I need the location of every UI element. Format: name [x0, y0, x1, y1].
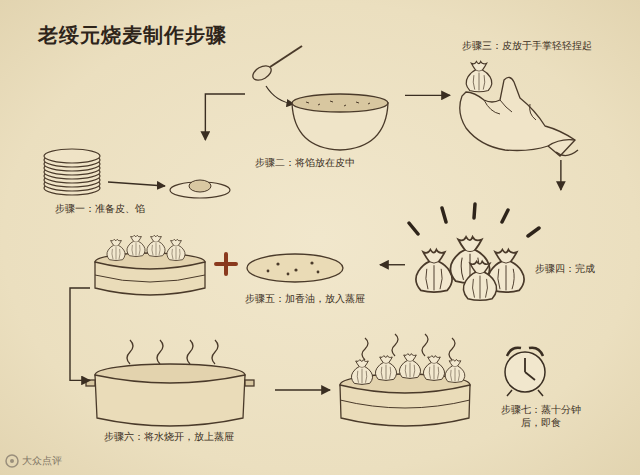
filling-bowl	[292, 94, 388, 150]
hand-pinching	[460, 62, 578, 156]
step-box: 步骤三：皮放于手掌轻轻捏起	[450, 35, 626, 160]
step-label: 步骤二：将馅放在皮中	[255, 156, 400, 169]
step-arrow	[560, 160, 561, 190]
finished-shaomai	[409, 204, 539, 300]
step-box: 步骤六：将水烧开，放上蒸屉	[90, 330, 275, 450]
oiled-disk	[247, 254, 343, 282]
steamer-basket	[95, 235, 205, 295]
step-box: 步骤一：准备皮、馅	[40, 140, 235, 225]
step-arrow	[275, 389, 330, 390]
watermark: 大众点评	[22, 454, 62, 468]
step-arrow	[205, 94, 245, 140]
watermark-logo	[6, 455, 18, 467]
step-label: 步骤四：完成	[535, 262, 615, 275]
step-box: 步骤二：将馅放在皮中	[245, 40, 405, 175]
step-label: 步骤五：加香油，放入蒸屉	[245, 292, 375, 305]
step-arrow	[380, 264, 405, 265]
boiling-pot	[86, 340, 254, 426]
step-box: 步骤四：完成	[405, 190, 620, 305]
step-arrow	[405, 95, 450, 96]
diagram-title: 老绥元烧麦制作步骤	[38, 22, 227, 49]
alarm-clock	[505, 348, 545, 396]
spoon	[250, 46, 302, 83]
step-label: 步骤三：皮放于手掌轻轻捏起	[462, 39, 622, 52]
plus-sign	[216, 254, 236, 274]
step-label: 步骤一：准备皮、馅	[55, 202, 205, 215]
step-arrow	[70, 288, 90, 380]
wrapper-with-filling	[170, 180, 230, 198]
step-label: 步骤六：将水烧开，放上蒸屉	[104, 430, 269, 443]
step-label: 步骤七：蒸十分钟后，即食	[498, 403, 584, 429]
step-box: 步骤五：加香油，放入蒸屉	[90, 225, 380, 315]
wrapper-stack	[44, 149, 100, 195]
step-arrow	[266, 86, 294, 104]
step-arrow	[108, 182, 165, 186]
watermark-holder: 大众点评	[22, 454, 62, 468]
diagram-title-holder: 老绥元烧麦制作步骤	[38, 22, 227, 49]
step-box: 步骤七：蒸十分钟后，即食	[330, 335, 615, 450]
steaming-basket	[340, 334, 470, 426]
